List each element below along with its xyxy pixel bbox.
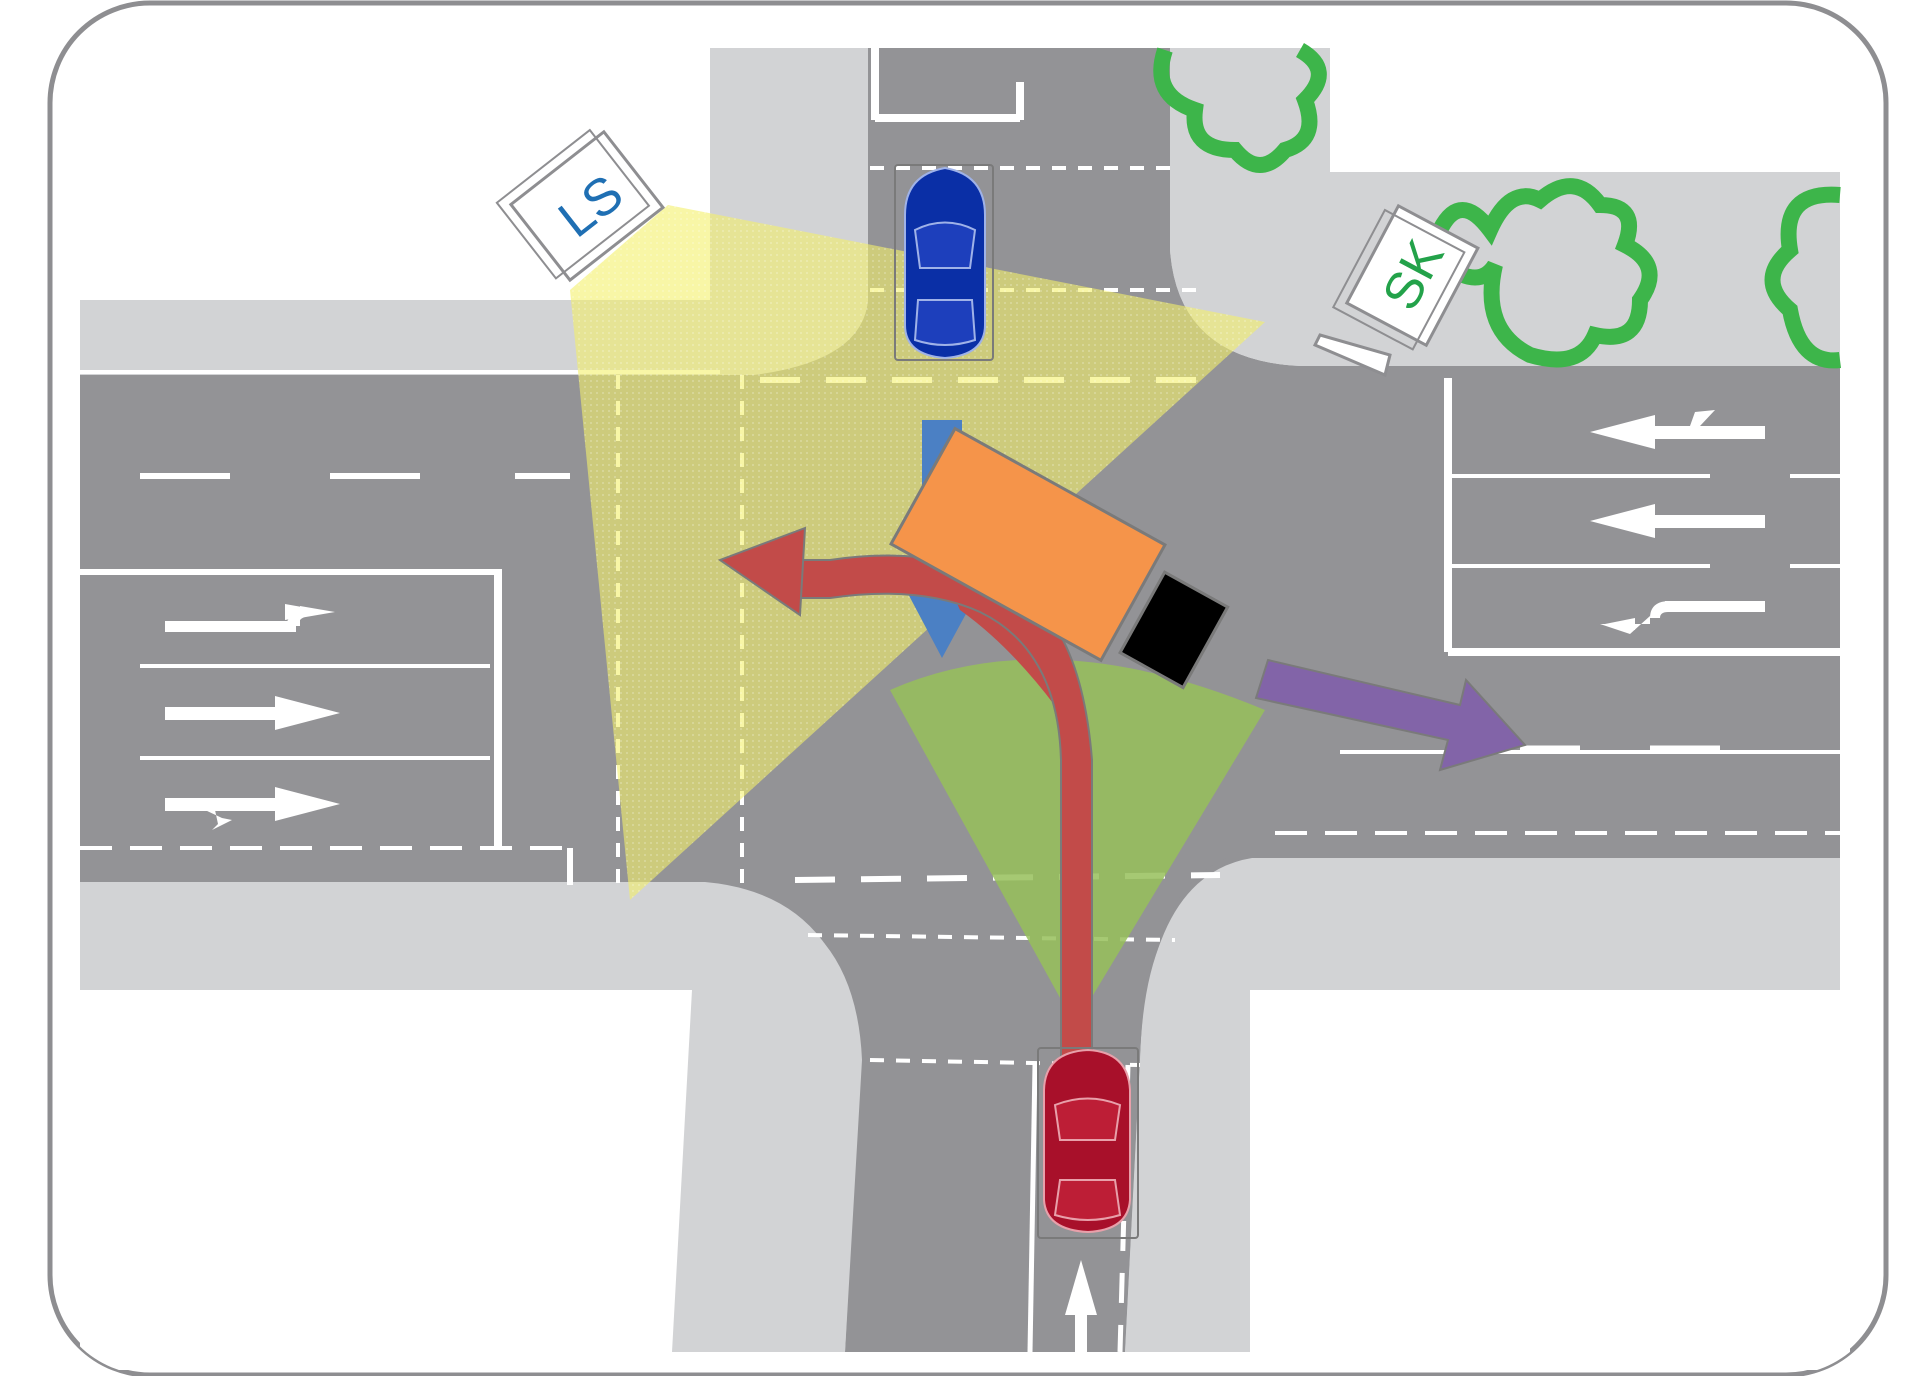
arrow-east-straight-icon <box>1590 504 1765 538</box>
arrow-straight-left-icon <box>165 604 335 632</box>
sk-sign: SK <box>1312 203 1480 378</box>
blue-car <box>894 164 994 361</box>
ls-sign: LS <box>495 128 666 283</box>
block-bottom-left <box>80 990 692 1370</box>
arrow-straight-icon <box>165 696 340 730</box>
red-car <box>1037 1047 1139 1239</box>
purple-path-arrow <box>1254 658 1527 772</box>
arrow-south-straight-icon <box>1065 1260 1097 1355</box>
arrow-east-left-straight-icon <box>1590 410 1765 449</box>
tree-3 <box>1764 186 1841 369</box>
truck <box>889 426 1230 690</box>
truck-body <box>889 426 1167 663</box>
block-bottom-right <box>1250 990 1850 1370</box>
truck-cab <box>1118 570 1230 690</box>
arrow-east-left-icon <box>1600 601 1765 634</box>
tree-1 <box>1153 43 1327 173</box>
arrow-straight-or-left-icon <box>165 787 340 830</box>
lane-arrows <box>165 410 1765 1355</box>
